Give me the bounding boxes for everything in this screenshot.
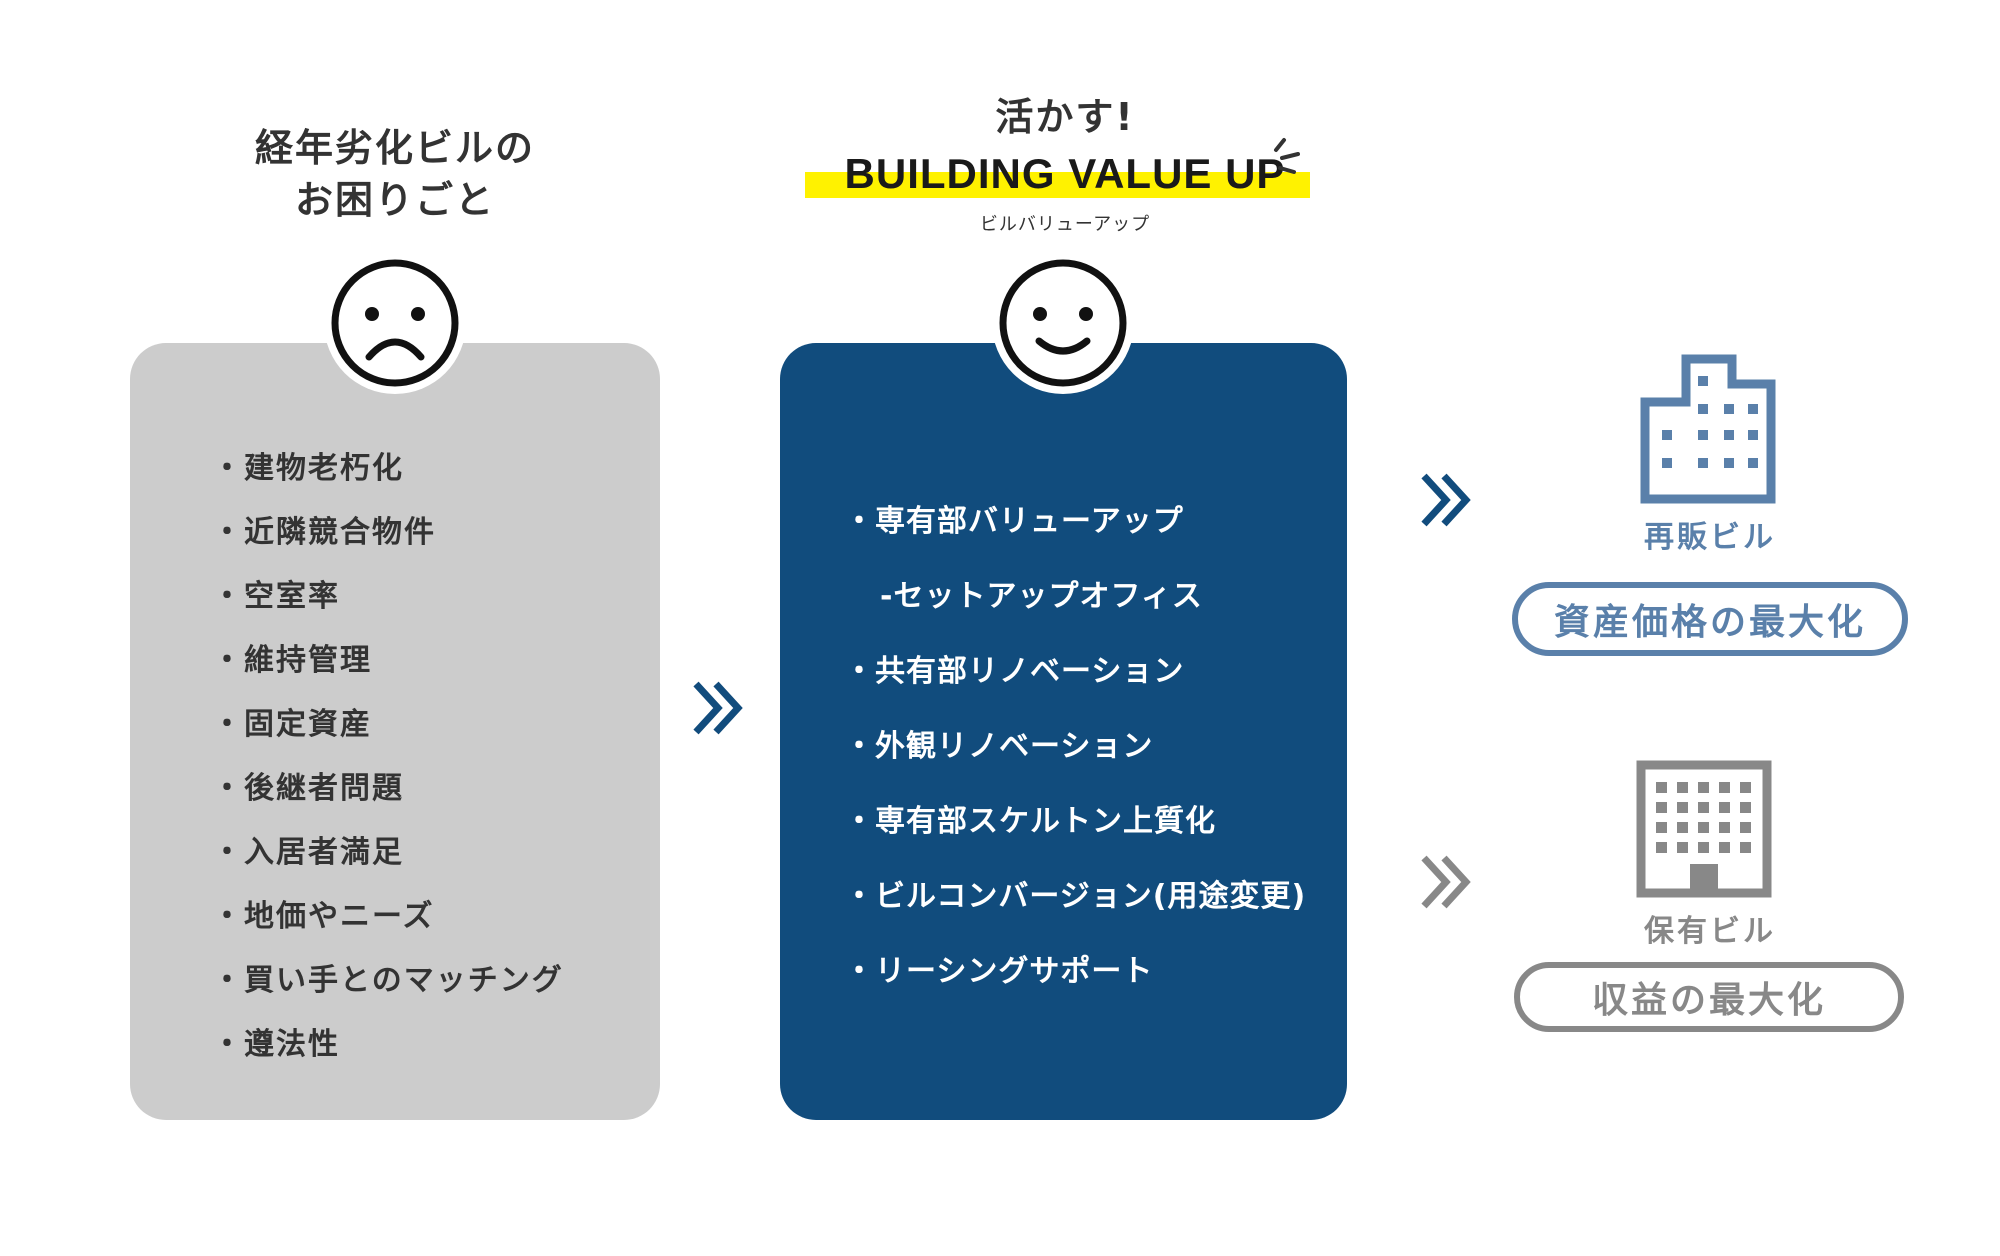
problem-item: 建物老朽化 xyxy=(226,437,564,501)
sad-face-icon xyxy=(324,252,466,394)
solution-item: 外観リノベーション xyxy=(858,709,1306,784)
sparkle-icon xyxy=(1270,136,1304,180)
problem-item: 維持管理 xyxy=(226,629,564,693)
resale-building-label: 再販ビル xyxy=(1644,520,1776,555)
building-value-up-subtitle: ビルバリューアップ xyxy=(979,214,1151,235)
solution-item: 専有部バリューアップ xyxy=(858,484,1306,559)
problem-item: 遵法性 xyxy=(226,1013,564,1077)
asset-value-max-pill: 資産価格の最大化 xyxy=(1512,582,1908,656)
solution-item: 共有部リノベーション xyxy=(858,634,1306,709)
double-chevron-right-icon xyxy=(690,678,746,742)
problem-item: 近隣競合物件 xyxy=(226,501,564,565)
title-highlight xyxy=(805,172,1310,198)
office-building-icon xyxy=(1636,760,1772,904)
double-chevron-right-icon xyxy=(1418,852,1474,916)
problems-title-line2: お困りごと xyxy=(294,178,495,222)
solution-subitem: -セットアップオフィス xyxy=(880,579,1203,614)
problem-item: 入居者満足 xyxy=(226,821,564,885)
owned-building-label: 保有ビル xyxy=(1644,914,1776,949)
kicker-text: 活かす! xyxy=(995,95,1135,139)
happy-face-icon xyxy=(992,252,1134,394)
problem-item: 地価やニーズ xyxy=(226,885,564,949)
problems-title-line1: 経年劣化ビルの xyxy=(254,126,535,170)
solution-item: リーシングサポート xyxy=(858,934,1306,1009)
solutions-list: 専有部バリューアップ -セットアップオフィス共有部リノベーション外観リノベーション… xyxy=(858,484,1306,1009)
building-value-up-title: BUILDING VALUE UP xyxy=(844,150,1286,197)
revenue-max-pill: 収益の最大化 xyxy=(1514,962,1904,1032)
solution-item: 専有部スケルトン上質化 xyxy=(858,784,1306,859)
building-icon xyxy=(1640,354,1776,508)
problem-item: 後継者問題 xyxy=(226,757,564,821)
problems-title: 経年劣化ビルの お困りごと xyxy=(130,122,660,226)
solution-item: ビルコンバージョン(用途変更) xyxy=(858,859,1306,934)
problem-item: 固定資産 xyxy=(226,693,564,757)
double-chevron-right-icon xyxy=(1418,470,1474,534)
problem-item: 買い手とのマッチング xyxy=(226,949,564,1013)
problems-list: 建物老朽化近隣競合物件空室率維持管理固定資産後継者問題入居者満足地価やニーズ買い… xyxy=(226,437,564,1077)
problem-item: 空室率 xyxy=(226,565,564,629)
